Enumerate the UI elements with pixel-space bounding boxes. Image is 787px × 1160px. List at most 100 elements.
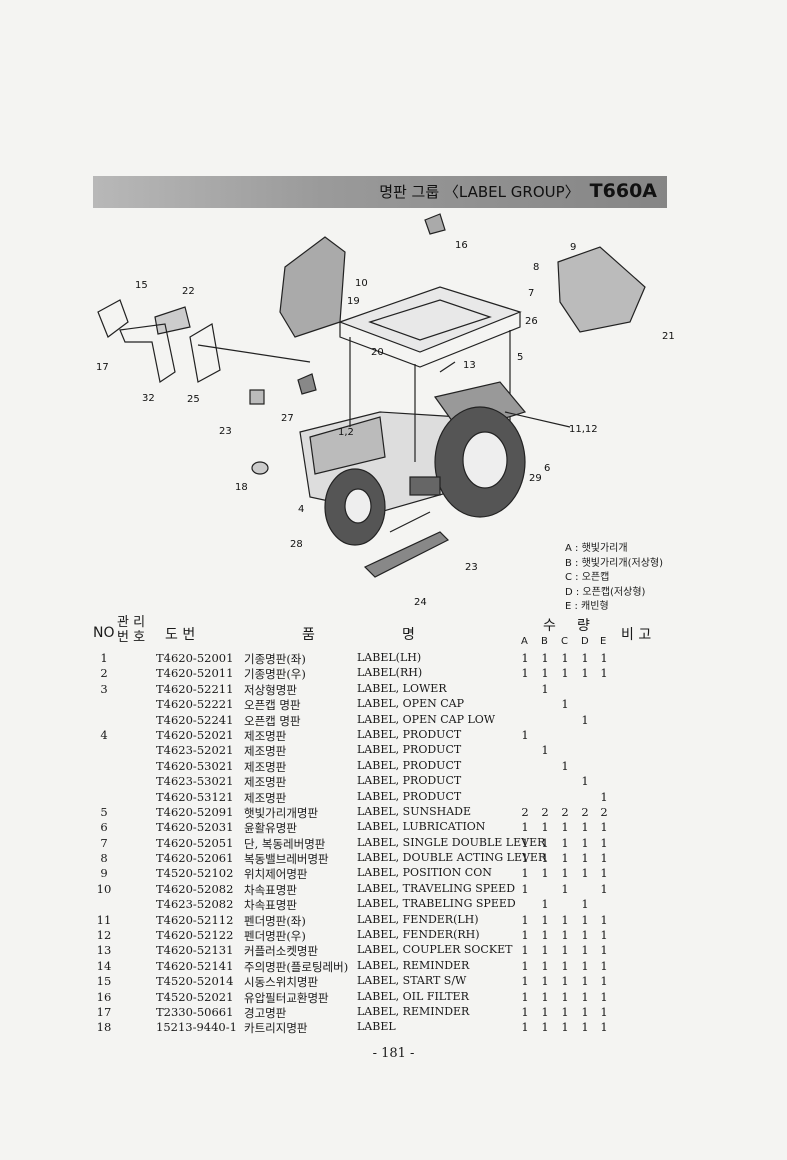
callout-17: 17 (96, 362, 109, 373)
row-qty-c: 1 (561, 1004, 569, 1019)
callout-22: 22 (182, 286, 195, 297)
callout-28: 28 (290, 539, 303, 550)
row-qty-d: 1 (581, 866, 589, 881)
row-part-number: T4620-52112 (156, 912, 234, 927)
row-qty-b: 1 (541, 989, 549, 1004)
row-qty-c: 1 (561, 912, 569, 927)
header-name-left: 품 (302, 627, 315, 643)
row-name-english: LABEL, TRAVELING SPEED (357, 881, 516, 895)
header-qty-left: 수 (543, 618, 556, 634)
row-qty-d: 1 (581, 928, 589, 943)
row-qty-c: 1 (561, 989, 569, 1004)
row-name-english: LABEL, OPEN CAP (357, 697, 464, 711)
row-qty-e: 1 (600, 1020, 608, 1035)
header-remarks: 비 고 (621, 627, 652, 643)
row-qty-a: 1 (521, 835, 529, 850)
variant-legend: A : 햇빛가리개 B : 햇빛가리개(저상형) C : 오픈캡 D : 오픈캡… (565, 542, 663, 615)
exploded-diagram: 16 9 8 7 26 21 10 19 15 22 17 32 25 20 1… (96, 213, 675, 608)
row-name-english: LABEL, FENDER(RH) (357, 928, 480, 942)
callout-8: 8 (533, 262, 539, 273)
row-qty-a: 1 (521, 912, 529, 927)
row-name-korean: 제조명판 (244, 744, 287, 759)
row-qty-c: 1 (561, 974, 569, 989)
row-name-english: LABEL, SINGLE DOUBLE LEVER (357, 835, 546, 849)
callout-1-2: 1,2 (338, 427, 354, 438)
row-part-number: T4620-52241 (156, 712, 234, 727)
row-qty-d: 1 (581, 1020, 589, 1035)
row-qty-b: 1 (541, 943, 549, 958)
row-name-english: LABEL, LOWER (357, 681, 447, 695)
row-name-korean: 제조명판 (244, 728, 287, 743)
header-col-c: C (561, 636, 568, 647)
row-qty-a: 1 (521, 989, 529, 1004)
row-name-english: LABEL, PRODUCT (357, 758, 462, 772)
row-no: 12 (96, 928, 112, 943)
callout-16: 16 (455, 240, 468, 251)
row-qty-a: 1 (521, 866, 529, 881)
row-qty-e: 1 (600, 820, 608, 835)
header-name-right: 명 (402, 627, 415, 643)
row-qty-a: 1 (521, 958, 529, 973)
callout-18: 18 (235, 482, 248, 493)
row-name-korean: 윤활유명판 (244, 821, 297, 836)
group-title: 명판 그룹 〈LABEL GROUP〉 (379, 183, 580, 201)
row-name-english: LABEL, PRODUCT (357, 789, 462, 803)
row-part-number: T4620-52141 (156, 958, 234, 973)
row-name-korean: 제조명판 (244, 790, 287, 805)
row-name-korean: 기종명판(우) (244, 667, 306, 682)
row-qty-c: 1 (561, 758, 569, 773)
row-no: 8 (100, 851, 108, 866)
row-qty-c: 1 (561, 651, 569, 665)
callout-24: 24 (414, 597, 427, 608)
row-qty-e: 1 (600, 974, 608, 989)
row-qty-c: 1 (561, 820, 569, 835)
row-qty-a: 1 (521, 1004, 529, 1019)
row-qty-a: 2 (521, 804, 529, 819)
row-name-english: LABEL, FENDER(LH) (357, 912, 479, 926)
row-qty-c: 1 (561, 943, 569, 958)
row-qty-b: 1 (541, 651, 549, 665)
callout-26: 26 (525, 316, 538, 327)
row-qty-d: 1 (581, 943, 589, 958)
callout-4: 4 (298, 504, 304, 515)
row-part-number: T4620-52061 (156, 851, 234, 866)
row-qty-e: 1 (600, 851, 608, 866)
callout-20: 20 (371, 347, 384, 358)
row-name-english: LABEL, TRABELING SPEED (357, 897, 516, 911)
row-qty-d: 1 (581, 897, 589, 912)
row-name-korean: 카트리지명판 (244, 1021, 308, 1036)
row-qty-e: 1 (600, 1004, 608, 1019)
legend-item: B : 햇빛가리개(저상형) (565, 557, 663, 569)
row-qty-a: 1 (521, 943, 529, 958)
legend-item: D : 오픈캡(저상형) (565, 586, 646, 598)
row-name-korean: 오픈캡 명판 (244, 713, 301, 728)
row-name-korean: 오픈캡 명판 (244, 698, 301, 713)
callout-13: 13 (463, 360, 476, 371)
row-qty-b: 1 (541, 743, 549, 758)
header-col-d: D (581, 636, 589, 647)
row-qty-b: 1 (541, 866, 549, 881)
row-name-korean: 펜더명판(좌) (244, 913, 306, 928)
row-qty-d: 1 (581, 820, 589, 835)
row-no: 18 (96, 1020, 112, 1035)
header-col-e: E (600, 636, 607, 647)
row-qty-b: 1 (541, 681, 549, 696)
row-name-english: LABEL(LH) (357, 651, 422, 664)
row-name-korean: 제조명판 (244, 759, 287, 774)
row-qty-e: 1 (600, 866, 608, 881)
row-name-korean: 주의명판(플로팅레버) (244, 959, 349, 974)
row-no: 16 (96, 989, 112, 1004)
callout-7: 7 (528, 288, 534, 299)
row-qty-d: 1 (581, 1004, 589, 1019)
row-qty-b: 1 (541, 897, 549, 912)
page-header: 명판 그룹 〈LABEL GROUP〉T660A (379, 180, 657, 202)
row-no: 14 (96, 958, 112, 973)
